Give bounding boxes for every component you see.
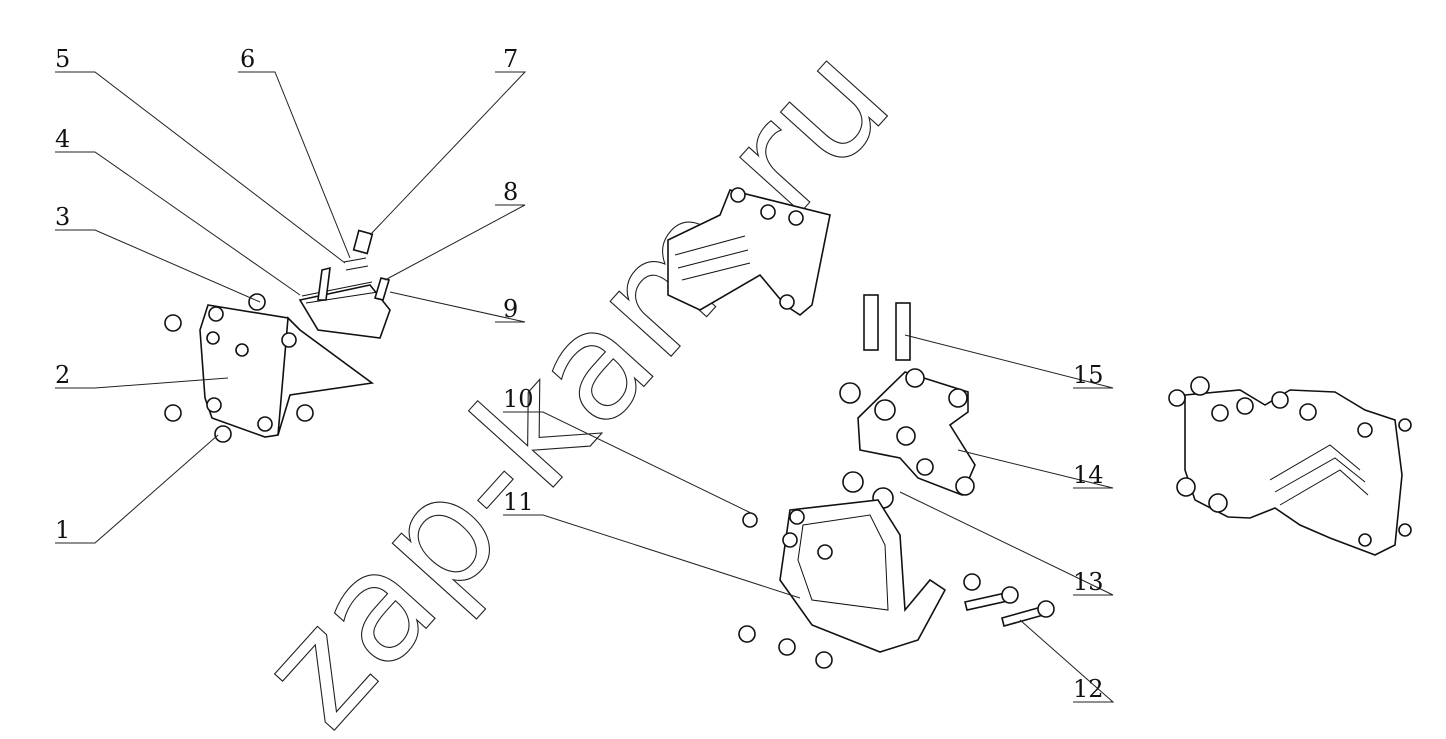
callout-7: 7 xyxy=(503,45,518,73)
leader-15 xyxy=(904,334,1114,389)
bolt-hole xyxy=(955,476,975,496)
callout-1: 1 xyxy=(55,516,70,544)
bolt-head xyxy=(839,382,861,404)
leader-13 xyxy=(899,491,1114,596)
leader-14 xyxy=(957,449,1114,489)
bolt-head xyxy=(1190,376,1210,396)
flange-nut xyxy=(738,625,756,643)
flange-nut xyxy=(248,293,266,311)
callout-3: 3 xyxy=(55,203,70,231)
bolt-head xyxy=(1176,477,1196,497)
callout-14: 14 xyxy=(1073,461,1104,489)
leader-5 xyxy=(55,71,346,264)
leader-9 xyxy=(389,291,526,323)
bolt xyxy=(895,302,911,361)
flange-nut xyxy=(164,314,182,332)
callout-9: 9 xyxy=(503,295,518,323)
bolt-hole xyxy=(905,368,925,388)
callout-10: 10 xyxy=(503,385,534,413)
bolt xyxy=(760,204,776,220)
bolt-hole xyxy=(257,416,273,432)
bolt-hole xyxy=(948,388,968,408)
bolt-head xyxy=(1398,418,1412,432)
bolt-head xyxy=(1037,600,1055,618)
callout-12: 12 xyxy=(1073,675,1104,703)
left-assembly xyxy=(164,229,391,443)
leader-8 xyxy=(384,204,526,281)
bolt-hole xyxy=(916,458,934,476)
bolt-head xyxy=(874,399,896,421)
callout-11: 11 xyxy=(503,488,534,516)
bolt xyxy=(779,294,795,310)
bolt-hole xyxy=(281,332,297,348)
bolt xyxy=(730,187,746,203)
rubber-layers xyxy=(674,235,751,281)
callout-15: 15 xyxy=(1073,361,1104,389)
washer xyxy=(343,257,369,271)
leader-6 xyxy=(238,71,351,259)
bolt-head xyxy=(1208,493,1228,513)
callout-4: 4 xyxy=(55,125,70,153)
nut xyxy=(235,343,249,357)
leader-7 xyxy=(369,71,527,236)
rubber-layers xyxy=(1269,444,1369,506)
bolt xyxy=(788,210,804,226)
bolt-hole xyxy=(208,306,224,322)
leader-1 xyxy=(55,434,219,544)
bolt xyxy=(352,229,374,255)
callout-8: 8 xyxy=(503,178,518,206)
leader-4 xyxy=(55,151,301,296)
leader-3 xyxy=(55,229,261,303)
bolt-hole xyxy=(789,509,805,525)
bolt-head xyxy=(1211,404,1229,422)
bolt-head xyxy=(1358,533,1372,547)
nut xyxy=(206,331,220,345)
leader-11 xyxy=(503,514,801,599)
bolt-head xyxy=(1168,389,1186,407)
stud xyxy=(373,277,391,301)
flange-nut xyxy=(778,638,796,656)
bolt-head xyxy=(1236,397,1254,415)
bracket-gusset xyxy=(277,316,375,436)
bolt-head xyxy=(1001,586,1019,604)
lower-mount-frame xyxy=(779,499,947,653)
bolt-hole xyxy=(782,532,798,548)
bolt-head xyxy=(1299,403,1317,421)
bolt-hole xyxy=(896,426,916,446)
flange-nut xyxy=(164,404,182,422)
bolt-hole xyxy=(206,397,222,413)
stud xyxy=(317,266,331,301)
callout-labels: 1 2 3 4 5 6 7 8 9 10 11 12 13 14 15 xyxy=(55,45,1104,703)
bolt-head xyxy=(1398,523,1412,537)
middle-assembly xyxy=(667,187,1055,669)
callout-2: 2 xyxy=(55,361,70,389)
bolt-head xyxy=(1357,422,1373,438)
bolt-head xyxy=(963,573,981,591)
flange-nut xyxy=(815,651,833,669)
frame-window xyxy=(797,514,889,611)
bolt-head xyxy=(842,471,864,493)
assembled-view xyxy=(1168,376,1412,556)
mount-flange xyxy=(301,281,379,304)
leader-12 xyxy=(1019,619,1115,703)
leader-lines xyxy=(55,71,1115,703)
bolt xyxy=(863,294,879,351)
callout-6: 6 xyxy=(240,45,255,73)
callout-13: 13 xyxy=(1073,568,1104,596)
flange-nut xyxy=(214,425,232,443)
leader-10 xyxy=(503,411,756,516)
flange-nut xyxy=(296,404,314,422)
callout-5: 5 xyxy=(55,45,70,73)
assembled-mount xyxy=(1184,389,1403,556)
bolt-head xyxy=(1271,391,1289,409)
bolt-hole xyxy=(817,544,833,560)
leader-2 xyxy=(55,377,229,389)
